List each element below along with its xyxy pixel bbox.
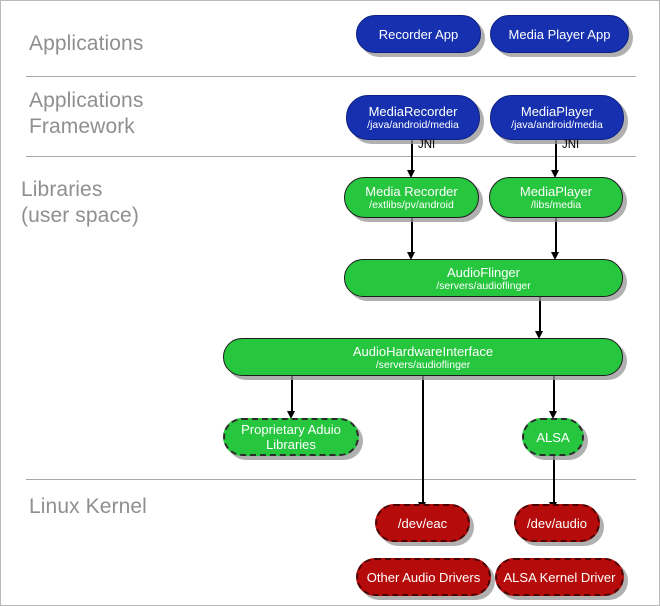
node-mediaplayer-lib[interactable]: MediaPlayer /libs/media <box>489 177 623 218</box>
divider-framework <box>26 156 636 157</box>
connector-mediaplayer-lib-to-audioflinger <box>555 218 557 256</box>
arrowhead-audiohardwareinterface <box>535 331 543 339</box>
arrowhead-alsa <box>549 411 557 419</box>
node-title: Media Recorder <box>365 184 458 199</box>
layer-label-applications-framework: Applications Framework <box>29 89 144 138</box>
node-proprietary-audio-libraries[interactable]: Proprietary Aduio Libraries <box>223 418 359 456</box>
connector-alsa-to-dev-audio <box>553 456 555 506</box>
node-title-line2: Libraries <box>266 437 316 452</box>
node-other-audio-drivers[interactable]: Other Audio Drivers <box>356 558 491 596</box>
connector-media-recorder-to-audioflinger <box>411 218 413 256</box>
node-title: /dev/audio <box>527 515 587 531</box>
node-media-recorder-lib[interactable]: Media Recorder /extlibs/pv/android <box>344 177 479 218</box>
node-subtitle: /servers/audioflinger <box>436 279 531 292</box>
layer-label-libraries: Libraries (user space) <box>21 178 139 227</box>
connector-mediaplayer-fw-to-lib <box>555 140 557 174</box>
node-dev-eac[interactable]: /dev/eac <box>375 504 470 542</box>
arrowhead-mediaplayer-lib <box>551 170 559 178</box>
node-title: Recorder App <box>378 26 459 42</box>
connector-ahi-to-proprietary-libs <box>291 376 293 414</box>
edge-label-jni-left: JNI <box>418 139 436 151</box>
arrowhead-mediarecorder-lib <box>407 170 415 178</box>
node-recorder-app[interactable]: Recorder App <box>356 15 481 53</box>
node-title: AudioHardwareInterface <box>352 343 494 359</box>
node-subtitle: /java/android/media <box>367 119 459 131</box>
arrowhead-audioflinger-right <box>551 252 559 260</box>
node-audiohardwareinterface[interactable]: AudioHardwareInterface /servers/audiofli… <box>223 338 623 376</box>
connector-mediarecorder-fw-to-lib <box>411 140 413 174</box>
layer-label-linux-kernel: Linux Kernel <box>29 495 147 518</box>
node-title: ALSA Kernel Driver <box>503 569 616 585</box>
node-title: Proprietary Aduio <box>241 422 341 437</box>
connector-ahi-to-alsa <box>553 376 555 414</box>
arrowhead-audioflinger-left <box>407 252 415 260</box>
node-title: MediaRecorder <box>368 104 458 119</box>
layer-label-applications: Applications <box>29 32 144 55</box>
node-dev-audio[interactable]: /dev/audio <box>514 504 600 542</box>
connector-ahi-to-dev-eac <box>422 376 424 506</box>
node-title: /dev/eac <box>397 515 448 531</box>
node-subtitle: /libs/media <box>530 199 582 211</box>
node-title: AudioFlinger <box>447 264 520 280</box>
node-title: MediaPlayer <box>520 104 594 119</box>
node-subtitle: /extlibs/pv/android <box>369 199 454 211</box>
divider-libraries <box>26 479 636 480</box>
node-title: ALSA <box>536 429 570 445</box>
node-media-player-app[interactable]: Media Player App <box>490 15 629 53</box>
node-title: Media Player App <box>508 26 611 42</box>
node-mediaplayer-framework[interactable]: MediaPlayer /java/android/media <box>490 95 624 140</box>
node-alsa-kernel-driver[interactable]: ALSA Kernel Driver <box>495 558 624 596</box>
node-title: MediaPlayer <box>519 184 593 199</box>
arrowhead-proprietary-libs <box>287 411 295 419</box>
node-subtitle: /servers/audioflinger <box>375 358 471 371</box>
connector-audioflinger-to-audiohardwareinterface <box>539 297 541 335</box>
edge-label-jni-right: JNI <box>562 139 580 151</box>
divider-applications <box>26 76 636 77</box>
node-title: Other Audio Drivers <box>366 569 481 585</box>
node-audioflinger[interactable]: AudioFlinger /servers/audioflinger <box>344 259 623 297</box>
node-subtitle: /java/android/media <box>511 119 603 131</box>
node-mediarecorder-framework[interactable]: MediaRecorder /java/android/media <box>346 95 480 140</box>
node-alsa[interactable]: ALSA <box>522 418 584 456</box>
